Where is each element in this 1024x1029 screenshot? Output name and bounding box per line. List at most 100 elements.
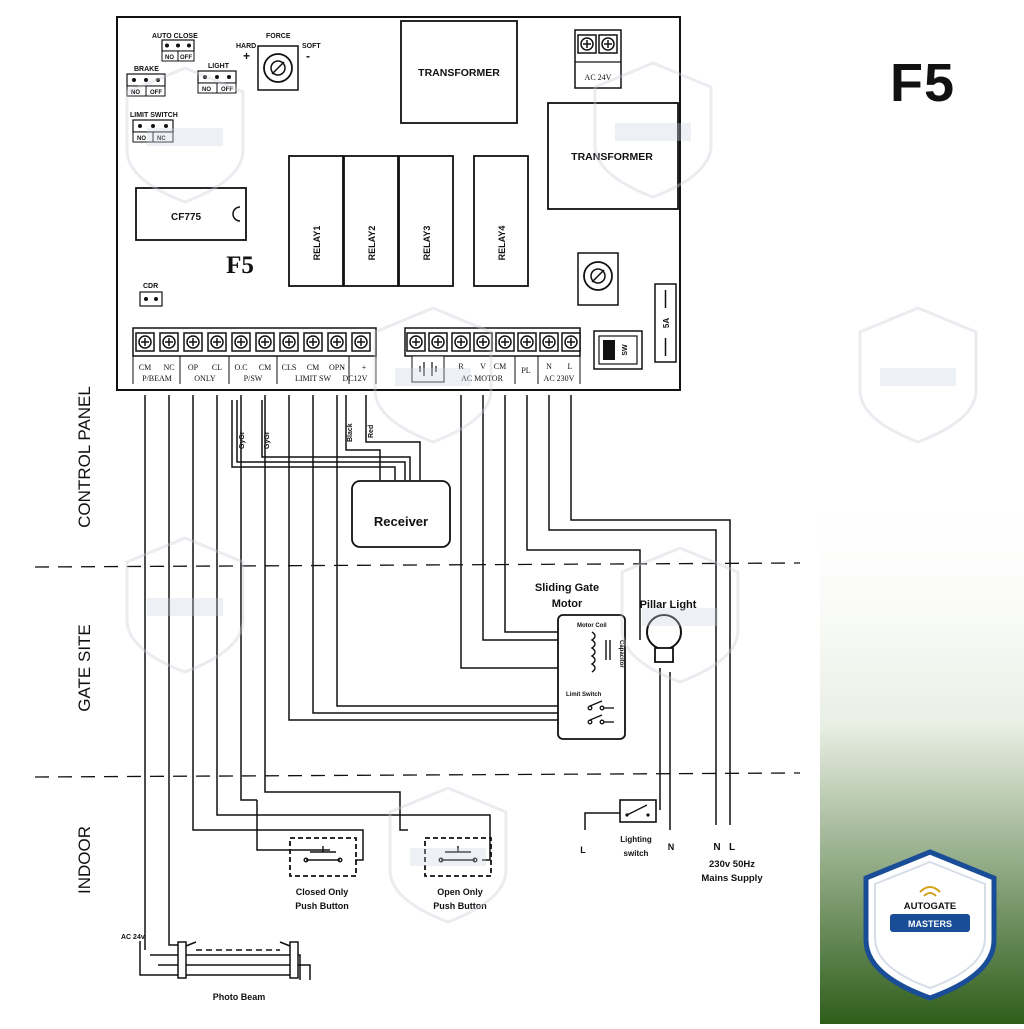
fuse-label: 5A: [662, 318, 671, 328]
wire-gygr-2: GyGr: [264, 431, 271, 449]
open-button-label-2: Push Button: [433, 901, 487, 911]
fuse-5a: [654, 283, 677, 363]
limit-switch-label: LIMIT SWITCH: [130, 112, 178, 119]
term-oc-label: O.C: [234, 363, 247, 372]
auto-close-label: AUTO CLOSE: [152, 33, 198, 40]
divider-control-gate: [34, 562, 801, 568]
mains-supply-1: 230v 50Hz: [709, 859, 755, 870]
mains-l-label: L: [729, 842, 735, 853]
term-r-label: R: [458, 362, 464, 371]
brake-no: NO: [131, 90, 140, 96]
term-nc-label: NC: [163, 363, 174, 372]
wire-gygr-1: GyGr: [239, 431, 246, 449]
term-n-label: N: [546, 362, 552, 371]
term-cm-label: CM: [139, 363, 151, 372]
motor-limit-switch-label: Limit Switch: [566, 692, 602, 698]
open-button-label-1: Open Only: [437, 887, 483, 897]
autogate-masters-logo: AUTOGATE MASTERS: [863, 849, 997, 1001]
ac24v-label: AC 24V: [585, 73, 612, 82]
motor-title-1: Sliding Gate: [535, 582, 599, 594]
term-l-label: L: [568, 362, 573, 371]
page-title: F5: [890, 53, 956, 113]
term-op-label: OP: [188, 363, 199, 372]
term-cls-label: CLS: [282, 363, 297, 372]
closed-only-push-button[interactable]: [289, 837, 357, 877]
term-plus-label: +: [362, 363, 367, 372]
relay-1: RELAY1: [288, 155, 344, 287]
lighting-switch-label-1: Lighting: [620, 835, 652, 844]
relay-4-label: RELAY4: [497, 226, 507, 261]
mains-n-label: N: [713, 842, 720, 853]
motor-title-2: Motor: [552, 598, 583, 610]
term-v-label: V: [480, 362, 486, 371]
force-soft: SOFT: [302, 43, 321, 50]
cdr-jumper[interactable]: [139, 291, 163, 307]
section-control-panel: CONTROL PANEL: [75, 386, 94, 528]
receiver-label: Receiver: [374, 514, 428, 529]
motor-coil-label: Motor Coil: [577, 623, 607, 629]
lighting-l-label: L: [580, 845, 586, 855]
term-ac-motor-label: AC MOTOR: [461, 374, 504, 383]
term-cl-label: CL: [212, 363, 222, 372]
lighting-switch[interactable]: [619, 799, 657, 823]
mains-supply-2: Mains Supply: [701, 873, 763, 884]
receiver: [351, 480, 451, 548]
light-off: OFF: [221, 87, 233, 93]
relay-1-label: RELAY1: [312, 226, 322, 261]
relay-3: RELAY3: [398, 155, 454, 287]
limit-switch-no: NO: [137, 136, 146, 142]
force-hard: HARD: [236, 43, 256, 50]
term-dc12v-label: DC12V: [343, 374, 368, 383]
term-cm2-label: CM: [259, 363, 271, 372]
term-minus-label: -: [342, 363, 345, 372]
transformer-1: [400, 20, 518, 124]
light-no: NO: [202, 87, 211, 93]
term-opn-label: OPN: [329, 363, 345, 372]
light-label: LIGHT: [208, 63, 230, 70]
cdr-label: CDR: [143, 283, 158, 290]
lighting-n-label: N: [668, 842, 675, 852]
term-cm-r-label: CM: [494, 362, 506, 371]
term-limit-sw-label: LIMIT SW: [295, 374, 332, 383]
board-f5-label: F5: [226, 252, 254, 279]
transformer-1-label: TRANSFORMER: [418, 67, 500, 79]
photo-beam-ac24v: AC 24v: [121, 934, 145, 941]
closed-button-label-2: Push Button: [295, 901, 349, 911]
auto-close-off: OFF: [180, 55, 192, 61]
logo-line-2: MASTERS: [908, 919, 952, 929]
wire-red: Red: [368, 425, 375, 438]
auto-close-no: NO: [165, 55, 174, 61]
term-only-label: ONLY: [194, 374, 216, 383]
wire-black: Black: [347, 423, 354, 442]
closed-button-label-1: Closed Only: [296, 887, 349, 897]
force-minus: -: [306, 49, 310, 63]
transformer-2: [547, 102, 679, 210]
term-pbeam-label: P/BEAM: [142, 374, 172, 383]
relay-2: RELAY2: [343, 155, 399, 287]
brake-label: BRAKE: [134, 66, 159, 73]
term-ac230v-label: AC 230V: [544, 374, 575, 383]
relay-4: RELAY4: [473, 155, 529, 287]
wiring: [139, 395, 731, 980]
photo-beam: [177, 941, 299, 979]
force-plus: +: [243, 49, 250, 63]
term-cm3-label: CM: [307, 363, 319, 372]
capacitor-label: Capacitor: [618, 640, 624, 668]
relay-2-label: RELAY2: [367, 226, 377, 261]
logo-line-1: AUTOGATE: [904, 901, 956, 912]
term-psw-label: P/SW: [244, 374, 263, 383]
photo-beam-label: Photo Beam: [213, 992, 266, 1002]
cf775-chip: [135, 187, 247, 241]
lighting-switch-label-2: switch: [624, 849, 649, 858]
section-indoor: INDOOR: [75, 826, 94, 894]
transformer-2-label: TRANSFORMER: [571, 151, 653, 163]
term-pl-label: PL: [521, 366, 530, 375]
force-label: FORCE: [266, 33, 291, 40]
power-switch-label: SW: [622, 344, 629, 356]
section-gate-site: GATE SITE: [75, 624, 94, 712]
relay-3-label: RELAY3: [422, 226, 432, 261]
brake-off: OFF: [150, 90, 162, 96]
cf775-label: CF775: [171, 212, 201, 223]
